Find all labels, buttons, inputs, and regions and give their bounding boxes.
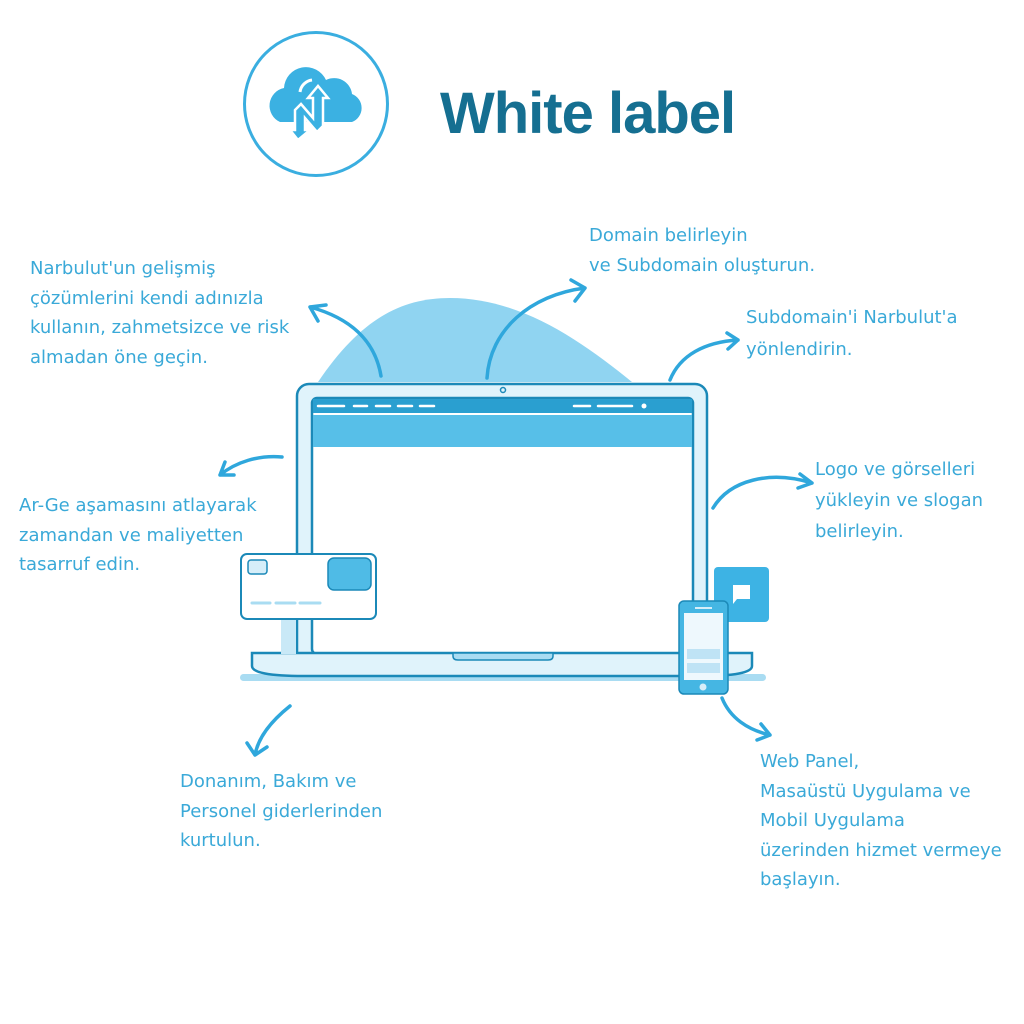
callout-line: Masaüstü Uygulama ve xyxy=(760,780,971,802)
callout-rnd: Ar-Ge aşamasını atlayarak zamandan ve ma… xyxy=(19,491,257,580)
logo-badge xyxy=(243,31,389,177)
callout-line: yönlendirin. xyxy=(746,339,853,360)
credit-card-icon xyxy=(240,553,377,654)
arrow-solutions xyxy=(308,303,383,378)
callout-line: ve Subdomain oluşturun. xyxy=(589,254,816,276)
callout-line: üzerinden hizmet vermeye xyxy=(760,839,1002,861)
arrow-hardware xyxy=(245,704,292,757)
callout-line: Mobil Uygulama xyxy=(760,810,905,831)
callout-line: belirleyin. xyxy=(815,521,904,542)
page-title: White label xyxy=(440,81,736,146)
laptop xyxy=(240,382,766,681)
callout-line: Narbulut'un gelişmiş xyxy=(30,258,216,279)
callout-line: çözümlerini kendi adınızla xyxy=(30,287,264,309)
callout-line: Domain belirleyin xyxy=(589,225,748,246)
callout-subdomain: Subdomain'i Narbulut'a yönlendirin. xyxy=(746,302,958,366)
callout-hardware: Donanım, Bakım ve Personel giderlerinden… xyxy=(180,767,382,856)
callout-line: Donanım, Bakım ve xyxy=(180,771,357,792)
callout-line: Web Panel, xyxy=(760,751,860,772)
callout-solutions: Narbulut'un gelişmiş çözümlerini kendi a… xyxy=(30,254,289,372)
arrow-rnd xyxy=(218,454,284,477)
background-hill xyxy=(318,298,632,382)
callout-logo: Logo ve görselleri yükleyin ve slogan be… xyxy=(815,454,983,547)
callout-line: tasarruf edin. xyxy=(19,554,141,575)
callout-line: kullanın, zahmetsizce ve risk xyxy=(30,317,290,338)
callout-domain: Domain belirleyin ve Subdomain oluşturun… xyxy=(589,221,815,280)
callout-line: Subdomain'i Narbulut'a xyxy=(746,307,958,328)
arrow-platforms xyxy=(720,696,772,742)
cloud-arrows-icon xyxy=(269,67,362,142)
callout-platforms: Web Panel, Masaüstü Uygulama ve Mobil Uy… xyxy=(760,747,1002,895)
callout-line: zamandan ve maliyetten xyxy=(19,524,244,546)
smartphone-icon xyxy=(678,600,729,695)
arrow-domain xyxy=(485,278,587,380)
arrow-logo xyxy=(711,472,814,510)
callout-line: almadan öne geçin. xyxy=(30,346,208,368)
callout-line: kurtulun. xyxy=(180,830,261,851)
callout-line: başlayın. xyxy=(760,869,841,890)
callout-line: Logo ve görselleri xyxy=(815,459,976,480)
arrow-subdomain xyxy=(668,331,740,382)
callout-line: yükleyin ve slogan xyxy=(815,490,984,511)
callout-line: Personel giderlerinden xyxy=(180,800,383,822)
callout-line: Ar-Ge aşamasını atlayarak xyxy=(19,495,257,516)
